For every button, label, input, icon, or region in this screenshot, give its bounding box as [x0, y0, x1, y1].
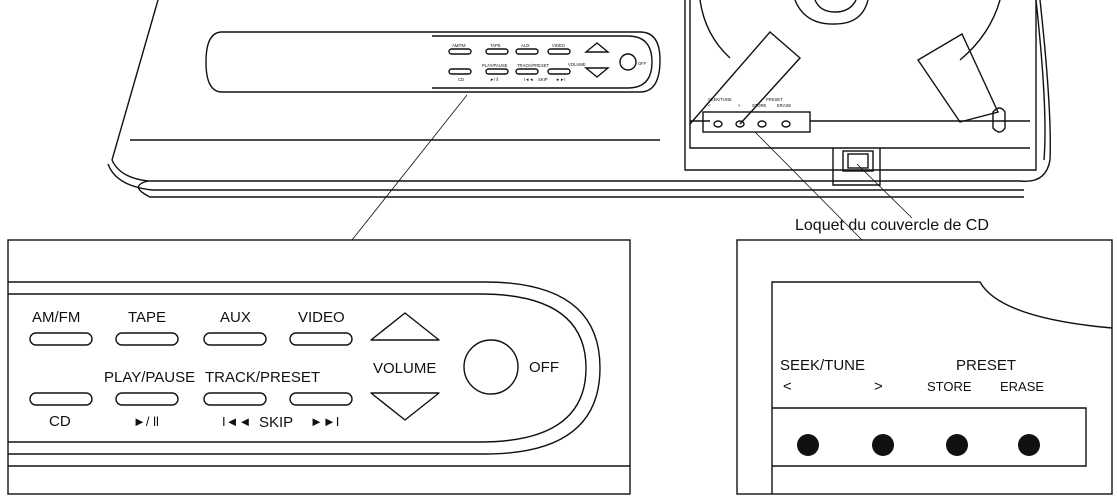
- small-cd-label: CD: [458, 77, 464, 82]
- skip-label: SKIP: [259, 414, 293, 431]
- small-skip-next: ►►I: [556, 77, 565, 82]
- cd-lid-latch-label: Loquet du couvercle de CD: [795, 217, 989, 234]
- callout-lines: [351, 94, 913, 241]
- off-button[interactable]: [463, 339, 519, 395]
- track-preset-prev-button[interactable]: [203, 392, 267, 406]
- volume-down-button[interactable]: [370, 392, 440, 421]
- small-volume-label: VOLUME: [568, 62, 586, 67]
- small-play-symbol: ►/ ll: [490, 77, 498, 82]
- skip-previous-icon: I◄◄: [222, 414, 251, 429]
- small-am-fm-label: AM/FM: [452, 43, 466, 48]
- small-preset-label: PRESET: [766, 97, 783, 102]
- main-controls-detail: [7, 239, 631, 495]
- cd-button[interactable]: [29, 392, 93, 406]
- small-off-label: OFF: [638, 61, 647, 66]
- seek-back-button[interactable]: [797, 434, 819, 456]
- small-skip-label: SKIP: [538, 77, 548, 82]
- am-fm-button[interactable]: [29, 332, 93, 346]
- small-play-pause-label: PLAY/PAUSE: [482, 63, 508, 68]
- small-tape-label: TAPE: [490, 43, 501, 48]
- small-skip-prev: I◄◄: [524, 77, 533, 82]
- small-video-label: VIDEO: [552, 43, 566, 48]
- seek-back-label: <: [783, 378, 792, 395]
- preset-label: PRESET: [956, 357, 1016, 374]
- small-aux-label: AUX: [521, 43, 530, 48]
- play-pause-icon: ►/ ll: [133, 414, 159, 429]
- store-label: STORE: [927, 379, 972, 394]
- small-preset-panel: SEEK/TUNE < > PRESET STORE ERASE: [702, 97, 811, 133]
- small-seek-tune-label: SEEK/TUNE: [708, 97, 732, 102]
- video-button[interactable]: [289, 332, 353, 346]
- track-preset-label: TRACK/PRESET: [205, 369, 320, 386]
- small-track-preset-label: TRACK/PRESET: [517, 63, 550, 68]
- small-erase-label: ERASE: [777, 103, 791, 108]
- skip-next-icon: ►►I: [310, 414, 339, 429]
- track-preset-next-button[interactable]: [289, 392, 353, 406]
- aux-button[interactable]: [203, 332, 267, 346]
- seek-forward-label: >: [874, 378, 883, 395]
- play-pause-label: PLAY/PAUSE: [104, 369, 195, 386]
- tape-label: TAPE: [128, 309, 166, 326]
- video-label: VIDEO: [298, 309, 345, 326]
- seek-tune-label: SEEK/TUNE: [780, 357, 865, 374]
- volume-label: VOLUME: [373, 360, 436, 377]
- aux-label: AUX: [220, 309, 251, 326]
- seek-forward-button[interactable]: [872, 434, 894, 456]
- play-pause-button[interactable]: [115, 392, 179, 406]
- preset-store-button[interactable]: [946, 434, 968, 456]
- small-seek-forward: >: [738, 103, 741, 108]
- off-label: OFF: [529, 359, 559, 376]
- small-seek-back: <: [708, 103, 711, 108]
- cd-compartment: [684, 0, 1037, 186]
- erase-label: ERASE: [1000, 379, 1044, 394]
- small-control-buttons: AM/FM TAPE AUX VIDEO CD PLAY/PAUSE TRACK…: [448, 42, 647, 82]
- tape-button[interactable]: [115, 332, 179, 346]
- am-fm-label: AM/FM: [32, 309, 80, 326]
- cd-controls-detail: [736, 239, 1113, 495]
- small-store-label: STORE: [752, 103, 767, 108]
- cd-label: CD: [49, 413, 71, 430]
- device-body: [107, 0, 1051, 198]
- volume-up-button[interactable]: [370, 312, 440, 341]
- control-slot: [205, 31, 661, 93]
- preset-erase-button[interactable]: [1018, 434, 1040, 456]
